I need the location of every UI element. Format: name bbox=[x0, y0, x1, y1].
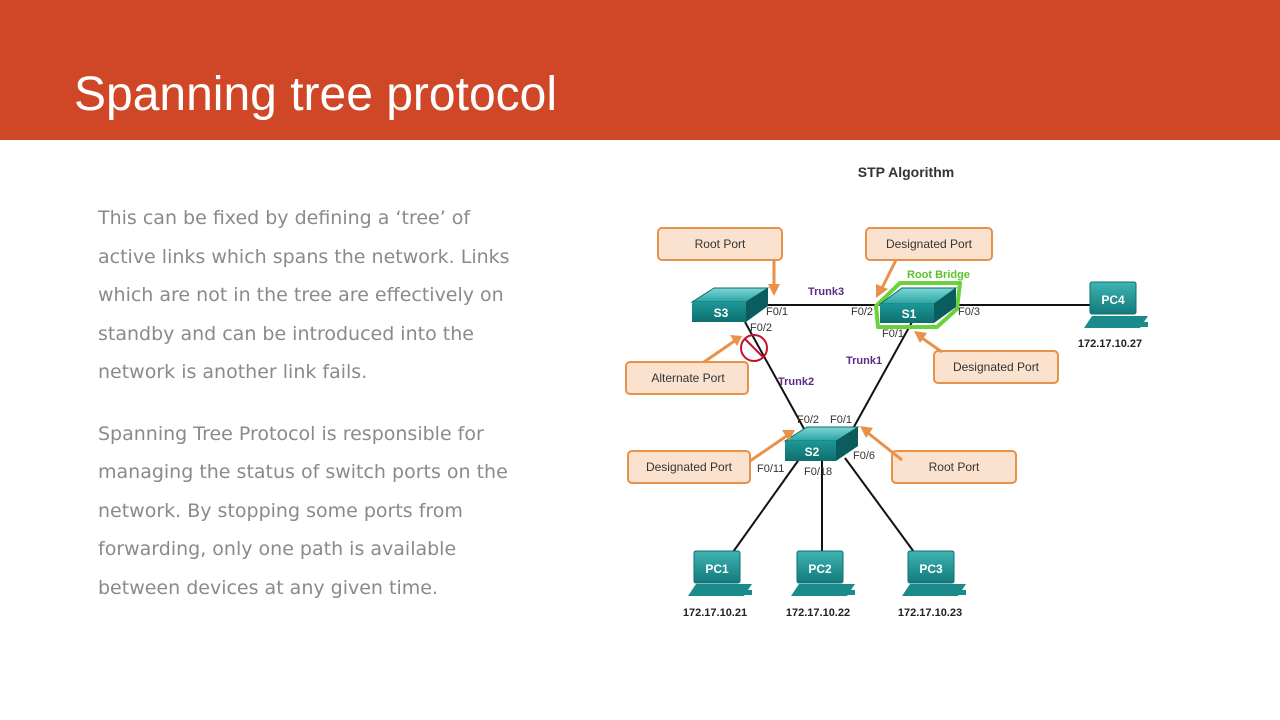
trunk3-label: Trunk3 bbox=[808, 286, 844, 298]
diagram-title: STP Algorithm bbox=[858, 164, 954, 180]
switch-s3[interactable]: S3 bbox=[690, 287, 770, 322]
switch-icon bbox=[690, 287, 770, 322]
callout-s3-alternate-port: Alternate Port bbox=[625, 361, 749, 395]
callout-label: Designated Port bbox=[953, 360, 1040, 374]
port-s1-f01: F0/1 bbox=[882, 328, 904, 340]
switch-icon bbox=[783, 426, 860, 461]
callout-s2-designated-port: Designated Port bbox=[627, 450, 751, 484]
switch-s3-label: S3 bbox=[714, 306, 729, 320]
port-s3-f01: F0/1 bbox=[766, 306, 788, 318]
pc-pc2[interactable]: PC2 172.17.10.22 bbox=[786, 550, 855, 619]
port-s2-f011: F0/11 bbox=[757, 463, 784, 475]
switch-s1[interactable]: S1 bbox=[874, 281, 962, 329]
callout-s3-root-port: Root Port bbox=[657, 227, 783, 261]
slide-title: Spanning tree protocol bbox=[74, 68, 557, 121]
paragraph-2: Spanning Tree Protocol is responsible fo… bbox=[98, 422, 508, 599]
body-text: This can be fixed by defining a ‘tree’ o… bbox=[98, 199, 528, 630]
network-links bbox=[732, 304, 1090, 553]
port-s2-f01: F0/1 bbox=[830, 414, 852, 426]
pc-pc4[interactable]: PC4 172.17.10.27 bbox=[1078, 281, 1148, 350]
pc4-name: PC4 bbox=[1101, 293, 1125, 307]
pc-icon bbox=[1084, 281, 1148, 328]
link-s2-pc1 bbox=[732, 457, 801, 553]
paragraph-1: This can be fixed by defining a ‘tree’ o… bbox=[98, 207, 510, 383]
link-trunk1 bbox=[849, 321, 913, 435]
port-s2-f06: F0/6 bbox=[853, 450, 875, 462]
link-trunk2 bbox=[744, 321, 809, 437]
arrow-icon bbox=[703, 259, 943, 463]
pc2-ip: 172.17.10.22 bbox=[786, 607, 850, 619]
port-s2-f018: F0/18 bbox=[804, 466, 832, 478]
callout-s1-designated-right: Designated Port bbox=[933, 350, 1059, 384]
pc-pc3[interactable]: PC3 172.17.10.23 bbox=[898, 550, 966, 619]
callout-label: Alternate Port bbox=[651, 371, 725, 385]
pc-pc1[interactable]: PC1 172.17.10.21 bbox=[683, 550, 752, 619]
trunk2-label: Trunk2 bbox=[778, 376, 814, 388]
root-bridge-highlight bbox=[874, 281, 962, 329]
port-s2-f02: F0/2 bbox=[797, 414, 819, 426]
pc4-ip: 172.17.10.27 bbox=[1078, 338, 1142, 350]
callout-label: Root Port bbox=[695, 237, 746, 251]
pc3-ip: 172.17.10.23 bbox=[898, 607, 962, 619]
pc-icon bbox=[688, 550, 752, 596]
root-bridge-label: Root Bridge bbox=[907, 269, 970, 281]
callout-s1-designated-top: Designated Port bbox=[865, 227, 993, 261]
title-bar: Spanning tree protocol bbox=[0, 0, 1280, 140]
pc2-name: PC2 bbox=[808, 562, 832, 576]
switch-s2-label: S2 bbox=[805, 445, 820, 459]
callout-label: Designated Port bbox=[886, 237, 973, 251]
port-labels: F0/1 F0/2 F0/2 F0/1 F0/3 F0/2 F0/1 F0/11… bbox=[750, 306, 980, 478]
callout-label: Designated Port bbox=[646, 460, 733, 474]
switch-icon bbox=[878, 287, 958, 323]
port-s3-f02: F0/2 bbox=[750, 322, 772, 334]
link-s2-pc3 bbox=[844, 457, 915, 553]
pc-icon bbox=[902, 550, 966, 596]
trunk1-label: Trunk1 bbox=[846, 355, 882, 367]
callout-s2-root-port: Root Port bbox=[891, 450, 1017, 484]
port-s1-f02: F0/2 bbox=[851, 306, 873, 318]
switch-s1-label: S1 bbox=[902, 307, 917, 321]
port-s1-f03: F0/3 bbox=[958, 306, 980, 318]
switch-s2[interactable]: S2 bbox=[783, 426, 860, 461]
pc3-name: PC3 bbox=[919, 562, 943, 576]
callout-label: Root Port bbox=[929, 460, 980, 474]
pc1-ip: 172.17.10.21 bbox=[683, 607, 747, 619]
blocked-port-icon bbox=[740, 334, 768, 362]
pc-icon bbox=[791, 550, 855, 596]
pc1-name: PC1 bbox=[705, 562, 729, 576]
